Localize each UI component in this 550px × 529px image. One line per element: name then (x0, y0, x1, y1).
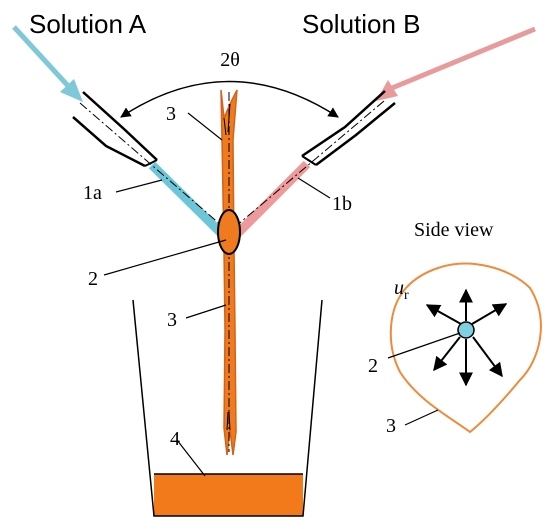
solution-b-jet (231, 160, 311, 240)
radial-velocity-subscript: r (404, 288, 409, 303)
solution-a-jet (148, 161, 229, 241)
side-leader-2 (387, 332, 461, 359)
impingement-ellipse (217, 209, 241, 255)
angle-arc (120, 80, 339, 118)
side-label-2: 2 (368, 355, 378, 377)
side-view-title: Side view (414, 219, 494, 241)
leader-4 (176, 439, 206, 477)
solution-b-arrow (376, 26, 536, 101)
leader-3-top (187, 112, 223, 141)
liquid-sheet (220, 89, 238, 456)
leader-1b (297, 177, 331, 199)
collector-liquid (154, 474, 303, 516)
centerlines (79, 92, 385, 452)
label-2: 2 (88, 268, 98, 290)
leader-3-bottom (185, 304, 227, 319)
radial-velocity-symbol: u (394, 277, 404, 299)
collector-beaker (132, 299, 323, 517)
nozzle-a (72, 91, 158, 168)
label-1b: 1b (332, 193, 352, 215)
radial-velocity-arrows (425, 288, 508, 387)
side-label-3: 3 (386, 415, 396, 437)
leader-1a (115, 179, 163, 193)
nozzle-b (301, 90, 396, 166)
solution-b-label: Solution B (302, 9, 421, 39)
label-3-top: 3 (166, 103, 176, 125)
angle-label: 2θ (220, 49, 240, 71)
side-leader-3 (404, 409, 439, 426)
radial-velocity-label: ur (394, 277, 409, 303)
side-view-impact-point (457, 321, 475, 339)
label-4: 4 (170, 428, 180, 450)
solution-a-arrow (12, 25, 83, 102)
label-3-bottom: 3 (167, 309, 177, 331)
leader-2 (103, 239, 227, 276)
solution-a-label: Solution A (29, 9, 147, 39)
label-1a: 1a (83, 182, 102, 204)
side-view-sheet-outline (389, 262, 542, 434)
